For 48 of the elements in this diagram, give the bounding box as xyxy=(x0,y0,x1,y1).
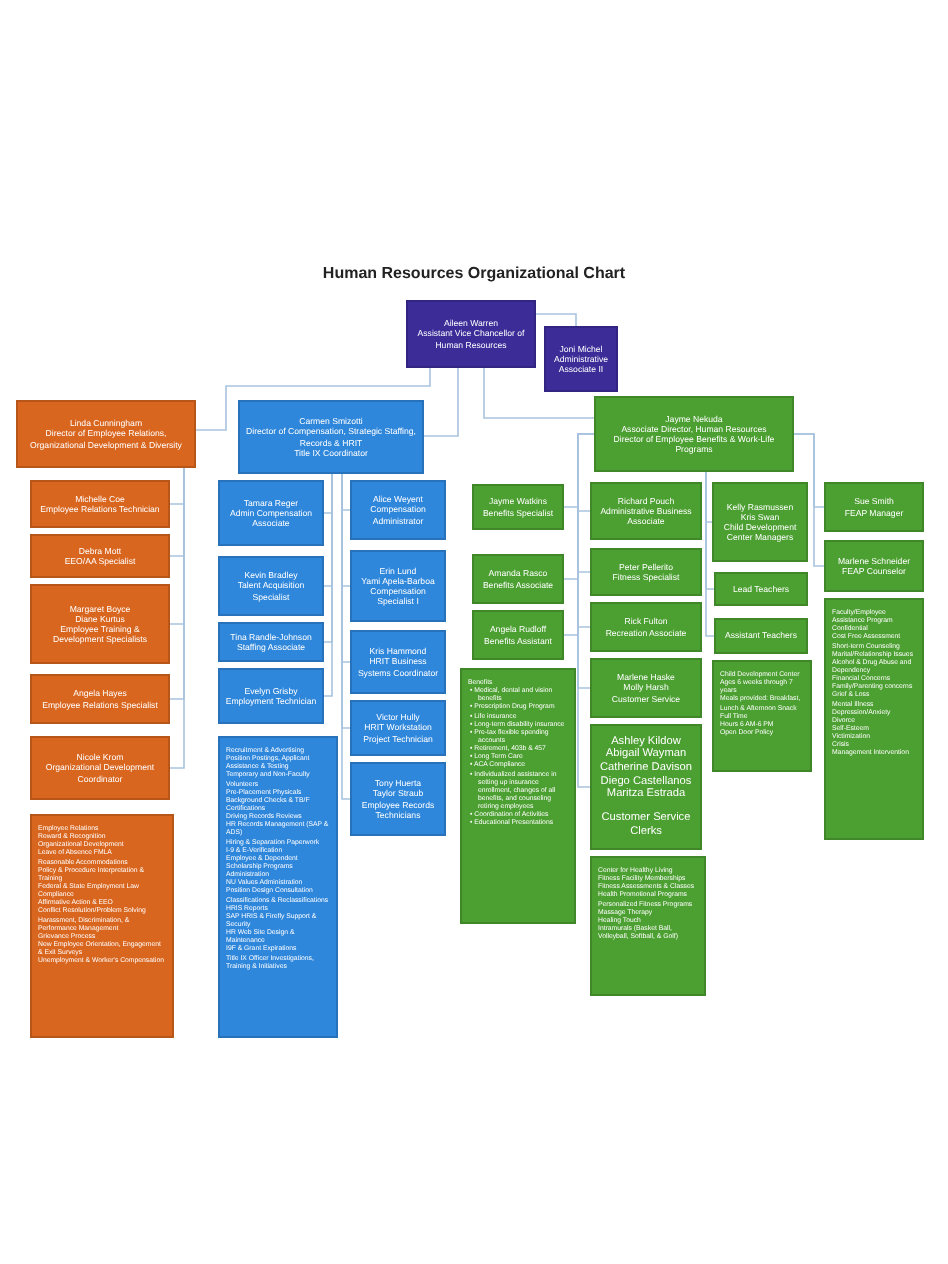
staff-box xyxy=(238,400,424,474)
staff-box xyxy=(350,550,446,622)
connector-line xyxy=(705,471,715,637)
duty-list-box xyxy=(218,736,338,1038)
staff-box xyxy=(218,668,324,724)
duty-list-box xyxy=(30,814,174,1038)
connector-line xyxy=(423,367,459,437)
staff-box xyxy=(30,584,170,664)
staff-box xyxy=(350,700,446,756)
connector-line xyxy=(195,367,431,431)
staff-box xyxy=(350,630,446,694)
staff-box xyxy=(406,300,536,368)
staff-box xyxy=(218,480,324,546)
staff-box xyxy=(714,572,808,606)
duty-list-box xyxy=(460,668,576,924)
staff-box xyxy=(590,548,702,596)
staff-box xyxy=(590,602,702,652)
connector-line xyxy=(535,313,577,327)
staff-box xyxy=(16,400,196,468)
connector-line xyxy=(323,473,333,697)
connector-line xyxy=(169,467,185,769)
staff-box xyxy=(472,554,564,604)
duty-list-box xyxy=(590,856,706,996)
staff-box xyxy=(472,484,564,530)
staff-box xyxy=(544,326,618,392)
staff-box xyxy=(30,736,170,800)
staff-box xyxy=(824,540,924,592)
chart-title: Human Resources Organizational Chart xyxy=(320,264,628,282)
staff-box xyxy=(590,658,702,718)
staff-box xyxy=(30,534,170,578)
staff-box xyxy=(30,480,170,528)
staff-box xyxy=(350,762,446,836)
duty-list-box xyxy=(824,598,924,840)
duty-list-box xyxy=(712,660,812,772)
staff-box xyxy=(30,674,170,724)
staff-box xyxy=(590,482,702,540)
staff-box xyxy=(218,622,324,662)
staff-box xyxy=(590,724,702,850)
staff-box xyxy=(714,618,808,654)
staff-box xyxy=(594,396,794,472)
staff-box xyxy=(824,482,924,532)
connector-line xyxy=(483,367,595,419)
staff-box xyxy=(712,482,808,562)
connector-line xyxy=(793,433,825,567)
staff-box xyxy=(218,556,324,616)
connector-line xyxy=(341,473,351,800)
staff-box xyxy=(350,480,446,540)
staff-box xyxy=(472,610,564,660)
